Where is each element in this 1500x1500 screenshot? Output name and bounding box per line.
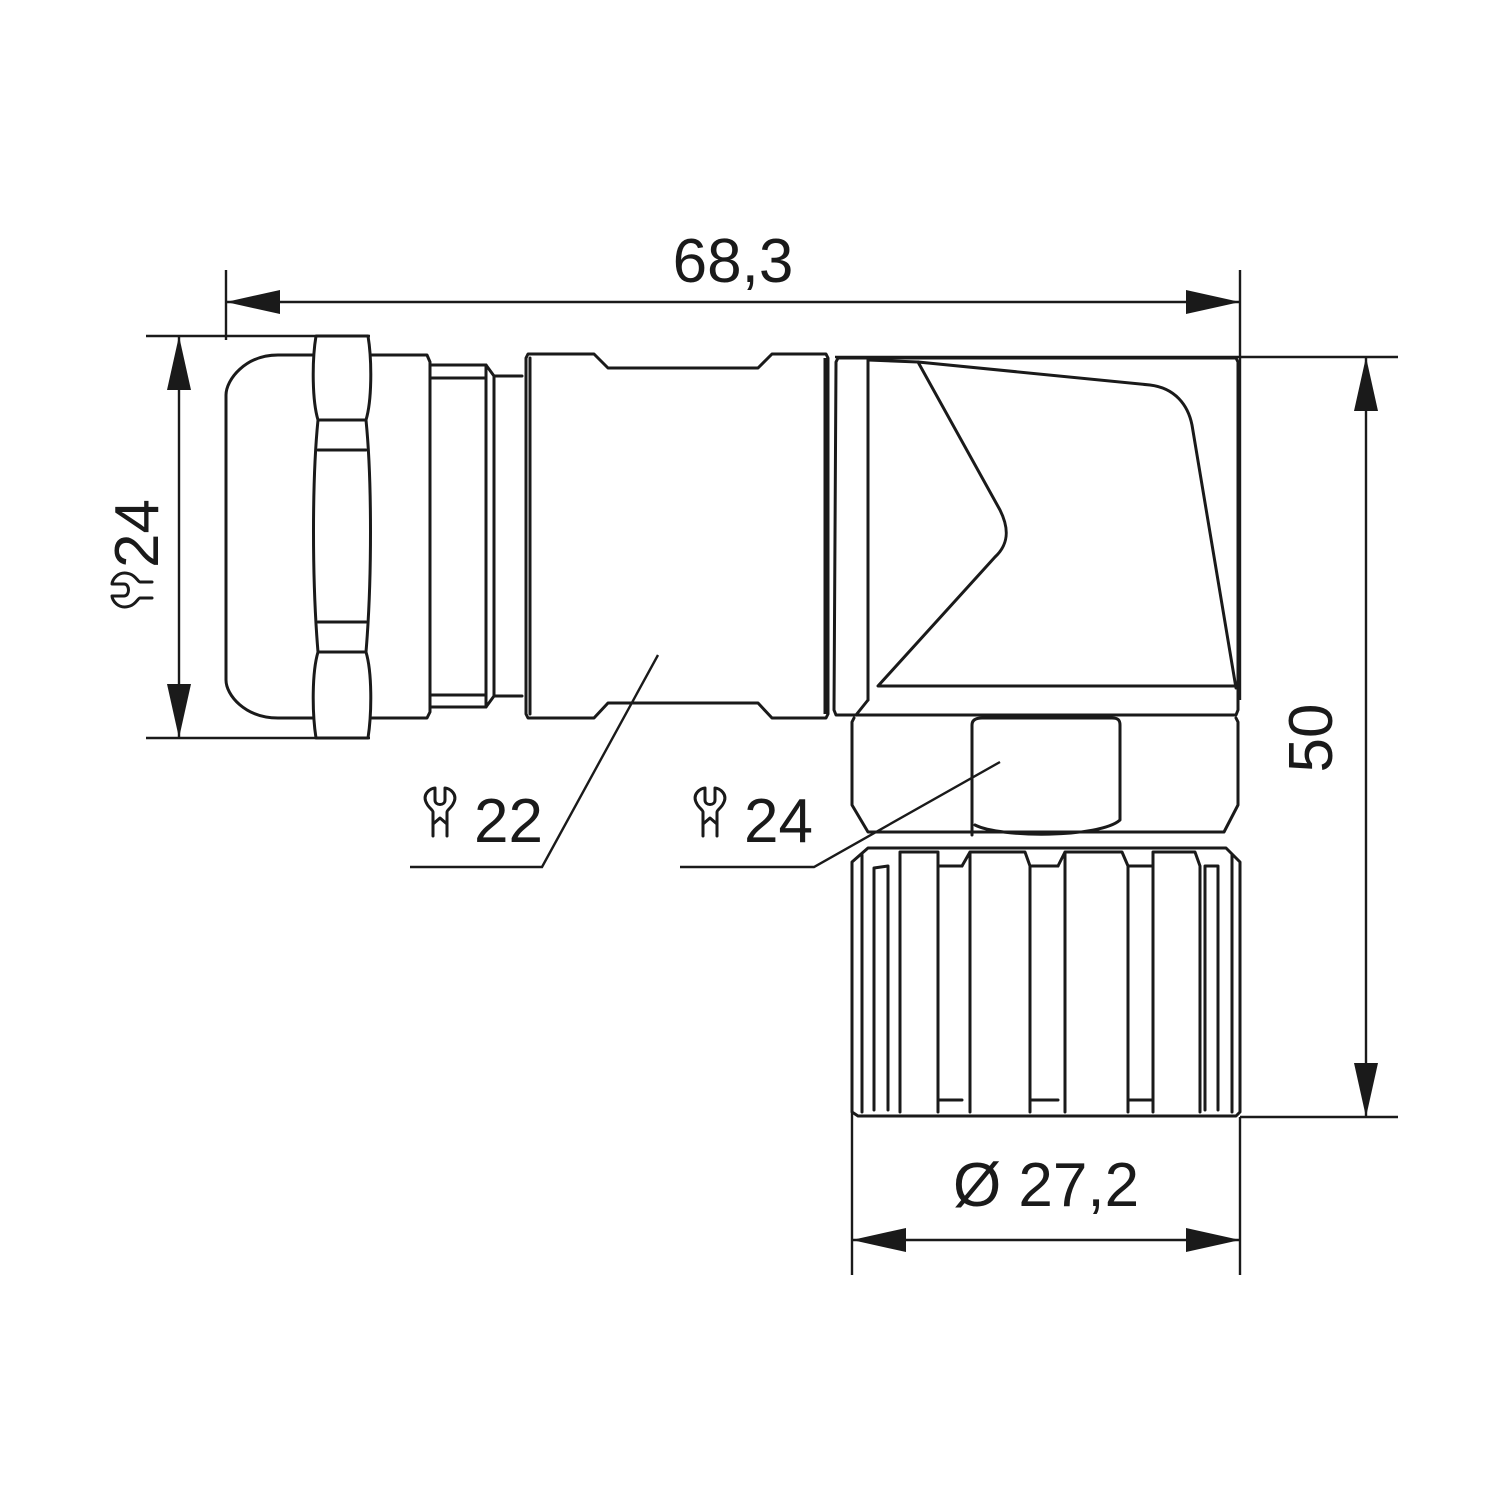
dimension-nut-diameter: Ø 27,2 [850,1110,1242,1275]
coupling-collar [850,716,1240,837]
dimension-wrench-gland: 24 [103,334,370,740]
dimension-label-height: 50 [1277,704,1346,773]
wrench-label-body: 22 [474,787,543,856]
hex-nut [311,334,373,740]
cable-gland-cap [224,353,314,720]
dimension-overall-height: 50 [835,355,1398,1119]
angled-head [832,356,1240,717]
wrench-icon [110,571,154,609]
wrench-icon [423,786,457,838]
wrench-label-gland: 24 [103,499,172,568]
wrench-label-coupling: 24 [744,787,813,856]
callout-wrench-coupling: 24 [680,760,1001,869]
dimension-overall-length: 68,3 [224,227,1242,700]
dimension-label-diameter: Ø 27,2 [953,1151,1139,1220]
main-body [524,352,830,720]
callout-wrench-body: 22 [410,654,660,869]
knurled-coupling-nut [850,846,1242,1118]
threaded-neck [428,363,524,709]
wrench-icon [693,786,727,838]
dimension-label-length: 68,3 [673,227,794,296]
gland-ring [370,353,432,720]
